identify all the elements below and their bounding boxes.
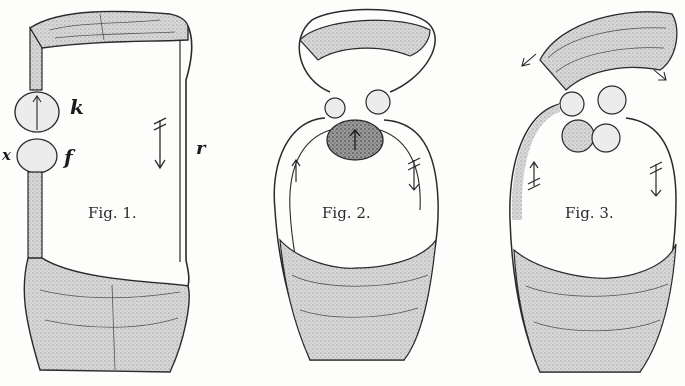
figure-3 (510, 12, 677, 372)
figure-1 (15, 11, 192, 372)
fig3-arrow-down-icon (650, 162, 662, 196)
fig1-lower-vessel (28, 172, 42, 260)
fig3-ventricle (592, 124, 620, 152)
fig1-letter-k: k (70, 95, 84, 119)
fig2-gill-capillaries (300, 20, 430, 60)
fig2-body-capillaries (280, 240, 436, 360)
fig1-letter-x: x (1, 146, 12, 164)
fig3-arrow-up-icon (528, 162, 540, 190)
fig3-caption: Fig. 3. (565, 204, 614, 222)
fig1-caption: Fig. 1. (88, 204, 137, 222)
fig2-arrow-down-icon (408, 158, 420, 190)
fig1-chamber-f (17, 139, 57, 173)
fig3-body-capillaries (514, 244, 676, 372)
fig3-valve-a (560, 92, 584, 116)
fig1-body-capillaries (24, 258, 189, 372)
fig1-arrow-down-icon (154, 118, 166, 168)
fig1-letter-f: f (62, 145, 76, 169)
fig1-vessel-r (186, 26, 192, 286)
fig2-valve-left (325, 98, 345, 118)
fig2-valve-right (366, 90, 390, 114)
fig3-arrow-upleft-icon (522, 54, 536, 66)
fig3-left-vessel-fill (512, 104, 560, 220)
fig1-gill-capillaries (30, 11, 188, 48)
fig3-arrow-downright-icon (654, 70, 666, 80)
fig2-caption: Fig. 2. (322, 204, 371, 222)
fig1-letter-r: r (196, 138, 207, 159)
fig3-valve-b (598, 86, 626, 114)
fig3-atrium (562, 120, 594, 152)
figure-2 (274, 10, 438, 360)
fig3-gill-capillaries (540, 12, 677, 90)
